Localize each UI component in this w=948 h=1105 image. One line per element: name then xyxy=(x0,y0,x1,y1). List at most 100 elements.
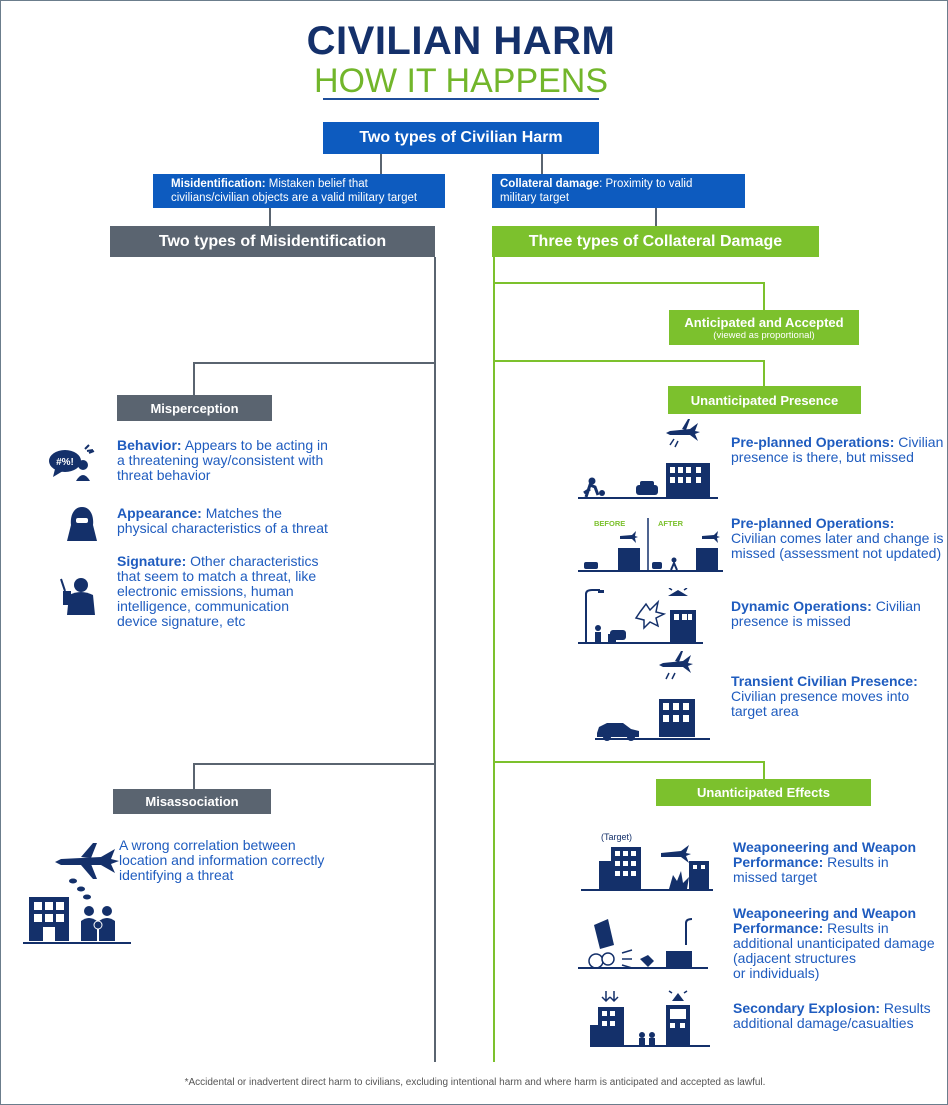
transient-term: Transient Civilian Presence: xyxy=(731,673,918,689)
effects-branch xyxy=(493,761,765,763)
misidentification-heading: Two types of Misidentification xyxy=(110,226,435,257)
signature-line-1: Other characteristics xyxy=(186,553,319,569)
appearance-text: Appearance: Matches the physical charact… xyxy=(117,506,387,536)
transient-line-3: target area xyxy=(731,703,799,719)
collateral-definition: Collateral damage: Proximity to valid mi… xyxy=(492,174,745,208)
svg-text:#%!: #%! xyxy=(56,457,74,468)
misidentification-definition: Misidentification: Mistaken belief that … xyxy=(153,174,445,208)
signature-text: Signature: Other characteristics that se… xyxy=(117,554,387,629)
appearance-line-1: Matches the xyxy=(201,505,282,521)
dynamic-text: Dynamic Operations: Civilian presence is… xyxy=(731,599,946,629)
weaponeering-2-text: Weaponeering and Weapon Performance: Res… xyxy=(733,905,947,981)
unanticipated-effects-label: Unanticipated Effects xyxy=(697,785,830,800)
speech-bubble-person-icon: #%! xyxy=(45,443,99,487)
right-spine xyxy=(493,257,495,1062)
anticipated-drop xyxy=(763,282,765,310)
anticipated-sub: (viewed as proportional) xyxy=(713,329,815,341)
collateral-heading: Three types of Collateral Damage xyxy=(492,226,819,257)
misperception-branch xyxy=(193,362,435,364)
misperception-label: Misperception xyxy=(117,395,272,421)
anticipated-branch xyxy=(493,282,765,284)
svg-text:AFTER: AFTER xyxy=(658,519,684,528)
behavior-line-3: threat behavior xyxy=(117,467,211,483)
weaponeering-2-term-2: Performance: xyxy=(733,920,824,936)
misassociation-branch xyxy=(193,763,435,765)
preplanned-1-line-2: presence is there, but missed xyxy=(731,449,914,465)
left-spine xyxy=(434,257,436,1062)
footnote: *Accidental or inadvertent direct harm t… xyxy=(184,1077,766,1088)
weaponeering-2-rest: Results in xyxy=(823,920,889,936)
top-box: Two types of Civilian Harm xyxy=(323,122,599,154)
collapsing-building-icon xyxy=(578,915,708,971)
anticipated-label: Anticipated and Accepted xyxy=(684,314,844,330)
title-divider xyxy=(323,98,599,100)
misassociation-label-text: Misassociation xyxy=(145,794,239,809)
misassociation-line-2: location and information correctly xyxy=(119,852,325,868)
misidentification-text-1: Mistaken belief that xyxy=(265,178,368,190)
signature-term: Signature: xyxy=(117,553,187,569)
connector-right-def xyxy=(541,154,543,174)
presence-drop xyxy=(763,360,765,386)
signature-line-3: electronic emissions, human xyxy=(117,583,294,599)
connector-left-def xyxy=(380,154,382,174)
misidentification-heading-label: Two types of Misidentification xyxy=(158,232,387,250)
signature-line-4: intelligence, communication xyxy=(117,598,289,614)
preplanned-2-text: Pre-planned Operations: Civilian comes l… xyxy=(731,515,947,561)
preplanned-2-term: Pre-planned Operations: xyxy=(731,515,895,531)
secondary-explosion-icon xyxy=(590,989,710,1049)
behavior-term: Behavior: xyxy=(117,437,182,453)
missed-target-icon: (Target) xyxy=(581,831,713,893)
transient-text: Transient Civilian Presence: Civilian pr… xyxy=(731,674,946,719)
page-title: CIVILIAN HARM xyxy=(306,19,616,63)
svg-text:BEFORE: BEFORE xyxy=(594,519,625,528)
weaponeering-2-line-5: or individuals) xyxy=(733,965,820,981)
secondary-explosion-text: Secondary Explosion: Results additional … xyxy=(733,1000,947,1031)
misassociation-label: Misassociation xyxy=(113,789,271,814)
misperception-drop xyxy=(193,362,195,395)
dynamic-term: Dynamic Operations: xyxy=(731,598,872,614)
collateral-text-2: military target xyxy=(500,192,570,204)
secondary-explosion-rest: Results xyxy=(880,1000,931,1016)
effects-drop xyxy=(763,761,765,779)
appearance-term: Appearance: xyxy=(117,505,202,521)
dynamic-rest: Civilian xyxy=(871,598,921,614)
weaponeering-1-term-1: Weaponeering and Weapon xyxy=(733,839,917,855)
before-after-icon: BEFORE AFTER xyxy=(578,516,723,576)
presence-branch xyxy=(493,360,765,362)
weaponeering-2-term-1: Weaponeering and Weapon xyxy=(733,905,917,921)
collateral-text-1: : Proximity to valid xyxy=(599,178,693,190)
collateral-term: Collateral damage xyxy=(500,178,600,190)
misassociation-line-1: A wrong correlation between xyxy=(119,837,296,853)
explosion-street-icon xyxy=(578,588,703,646)
jet-building-people-icon xyxy=(23,839,133,945)
jet-over-street-icon xyxy=(578,419,718,501)
unanticipated-presence-box: Unanticipated Presence xyxy=(668,386,861,414)
weaponeering-2-line-4: (adjacent structures xyxy=(733,950,856,966)
preplanned-1-text: Pre-planned Operations: Civilian presenc… xyxy=(731,435,946,465)
anticipated-accepted-box: Anticipated and Accepted (viewed as prop… xyxy=(669,310,859,345)
misassociation-line-3: identifying a threat xyxy=(119,867,234,883)
behavior-line-2: a threatening way/consistent with xyxy=(117,452,324,468)
car-building-icon xyxy=(595,651,710,741)
behavior-line-1: Appears to be acting in xyxy=(181,437,328,453)
unanticipated-effects-box: Unanticipated Effects xyxy=(656,779,871,806)
misperception-label-text: Misperception xyxy=(150,400,239,416)
weaponeering-1-term-2: Performance: xyxy=(733,854,824,870)
secondary-explosion-line-2: additional damage/casualties xyxy=(733,1015,914,1031)
misassociation-drop xyxy=(193,763,195,789)
weaponeering-1-text: Weaponeering and Weapon Performance: Res… xyxy=(733,839,947,885)
unanticipated-presence-label: Unanticipated Presence xyxy=(690,392,839,408)
preplanned-1-term: Pre-planned Operations: xyxy=(731,434,895,450)
connector-right-heading xyxy=(655,208,657,226)
signature-line-5: device signature, etc xyxy=(117,613,246,629)
svg-text:(Target): (Target) xyxy=(601,832,632,842)
transient-line-2: Civilian presence moves into xyxy=(731,688,910,704)
collateral-heading-label: Three types of Collateral Damage xyxy=(528,232,783,250)
misassociation-text: A wrong correlation between location and… xyxy=(119,838,379,883)
weaponeering-2-line-3: additional unanticipated damage xyxy=(733,935,935,951)
page-subtitle: HOW IT HAPPENS xyxy=(313,62,609,100)
preplanned-2-line-3: missed (assessment not updated) xyxy=(731,545,942,561)
signature-line-2: that seem to match a threat, like xyxy=(117,568,317,584)
radio-operator-icon xyxy=(57,575,99,617)
